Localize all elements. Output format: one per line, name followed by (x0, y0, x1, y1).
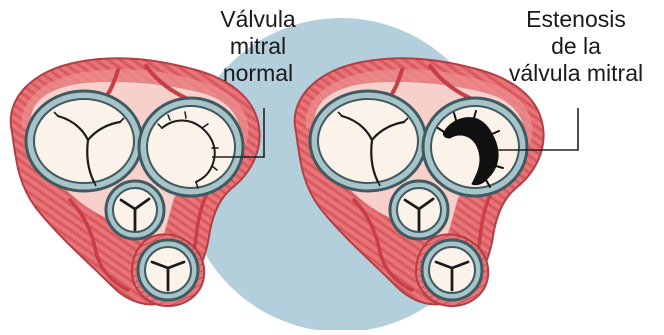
label-stenosis-line-1: Estenosis (488, 6, 664, 33)
label-normal-line-2: mitral (198, 33, 318, 60)
label-stenosis-line-3: válvula mitral (488, 60, 664, 87)
label-stenosis-line-2: de la (488, 33, 664, 60)
label-mitral-stenosis: Estenosis de la válvula mitral (488, 6, 664, 87)
label-normal-mitral-valve: Válvula mitral normal (198, 6, 318, 87)
label-normal-line-3: normal (198, 60, 318, 87)
label-normal-line-1: Válvula (198, 6, 318, 33)
